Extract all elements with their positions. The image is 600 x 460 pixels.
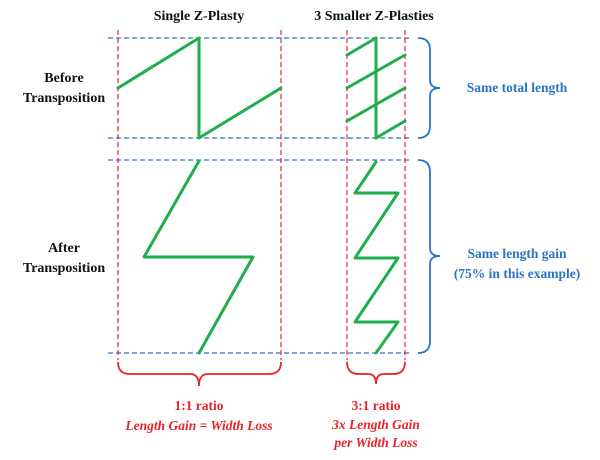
left-description: Length Gain = Width Loss xyxy=(124,418,272,433)
red-braces xyxy=(117,361,406,387)
brace-triple xyxy=(346,361,406,385)
brace-bottom xyxy=(417,159,441,354)
red-guide-lines xyxy=(117,30,406,360)
blue-guide-lines xyxy=(108,37,412,354)
brace-top xyxy=(417,37,441,139)
single-z-after xyxy=(142,159,255,355)
note-same-total-length: Same total length xyxy=(467,80,568,95)
row-label-before-line2: Transposition xyxy=(23,91,105,106)
right-description-line1: 3x Length Gain xyxy=(331,417,420,432)
single-z-before xyxy=(116,36,283,140)
row-label-after-line2: Transposition xyxy=(23,261,105,276)
row-label-after-line1: After xyxy=(48,241,80,256)
row-label-before-line1: Before xyxy=(44,71,83,86)
zplasty-lines xyxy=(116,36,407,355)
left-ratio: 1:1 ratio xyxy=(174,398,223,413)
triple-z-before-a xyxy=(345,36,378,57)
column-title-single: Single Z-Plasty xyxy=(154,9,245,24)
triple-z-before-d xyxy=(374,119,407,140)
note-same-length-gain: Same length gain xyxy=(467,246,567,261)
blue-braces xyxy=(417,37,441,354)
triple-z-before-c xyxy=(345,86,407,123)
triple-z-before-b xyxy=(345,53,407,90)
right-ratio: 3:1 ratio xyxy=(351,398,400,413)
brace-single xyxy=(117,361,282,387)
triple-z-after xyxy=(353,160,400,355)
column-title-triple: 3 Smaller Z-Plasties xyxy=(314,9,434,24)
note-percent-example: (75% in this example) xyxy=(454,266,580,281)
right-description-line2: per Width Loss xyxy=(333,435,417,450)
